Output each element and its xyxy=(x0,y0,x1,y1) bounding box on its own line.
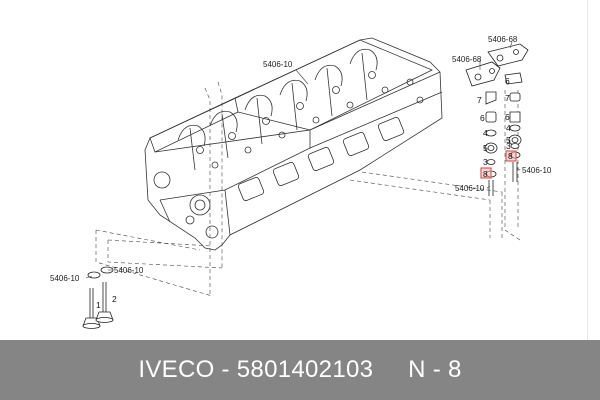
right-number-8: 8 xyxy=(508,151,513,161)
left-number-5: 5 xyxy=(483,143,488,153)
part-number-caption: IVECO - 5801402103 N - 8 xyxy=(138,356,462,383)
right-number-4: 4 xyxy=(506,123,511,133)
left-margin xyxy=(0,0,10,340)
right-column-numbers: 6 7 6 4 5 3 8 xyxy=(505,76,513,161)
left-number-8: 8 xyxy=(483,169,488,179)
rocker-arm-top xyxy=(487,43,529,67)
footer-bar: IVECO - 5801402103 N - 8 xyxy=(0,340,600,400)
right-number-5: 5 xyxy=(506,135,511,145)
projection-dashed-lines xyxy=(95,81,521,297)
right-number-3: 3 xyxy=(506,141,511,151)
left-number-3: 3 xyxy=(483,157,488,167)
label-valve-left: 5406-10 xyxy=(455,184,485,193)
label-cyl-head: 5406-10 xyxy=(263,60,293,69)
cylinder-head-drawing xyxy=(144,37,443,251)
rocker-arm-left xyxy=(465,61,501,87)
right-margin xyxy=(587,0,600,340)
right-number-6b: 6 xyxy=(505,112,510,122)
left-number-6: 6 xyxy=(480,113,485,123)
highlight-part-8-right xyxy=(505,150,517,162)
left-column-numbers: 7 6 4 5 3 8 xyxy=(477,95,488,179)
left-number-4: 4 xyxy=(483,128,488,138)
right-number-7: 7 xyxy=(505,93,510,103)
part-number-2: 2 xyxy=(112,294,117,304)
bridge-right xyxy=(504,72,523,85)
label-valve-right: 5406-10 xyxy=(522,166,552,175)
valve-2 xyxy=(95,282,114,323)
label-seat-left: 5406-10 xyxy=(50,274,80,283)
highlight-part-8-left xyxy=(480,167,492,179)
right-number-6a: 6 xyxy=(505,76,510,86)
right-stack-parts xyxy=(508,92,522,182)
label-rocker-top: 5406-68 xyxy=(488,35,518,44)
exploded-parts-diagram: 1 2 xyxy=(50,35,552,329)
left-number-7: 7 xyxy=(477,95,482,105)
part-number-1: 1 xyxy=(96,300,101,310)
label-seat-right: 5406-10 xyxy=(114,266,144,275)
leader-lines xyxy=(85,41,521,279)
label-rocker-left: 5406-68 xyxy=(452,55,482,64)
